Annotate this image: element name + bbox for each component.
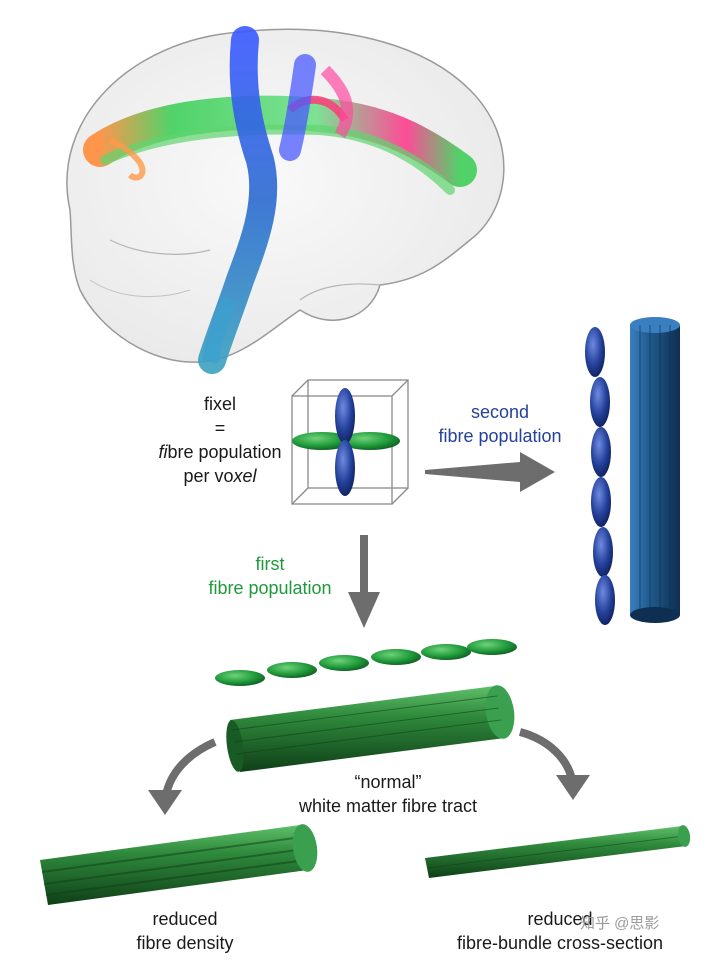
fixel-definition-label: fixel = fibre population per voxel xyxy=(150,392,290,488)
arrow-to-reduced-cross-section xyxy=(518,728,590,800)
fixel-term: fixel xyxy=(203,394,236,414)
reduced-density-line1: reduced xyxy=(152,909,218,929)
blue-fibre-bundle xyxy=(630,317,680,623)
first-line1: first xyxy=(255,554,285,574)
blue-ellipsoid-top xyxy=(335,388,355,444)
brain-outline xyxy=(66,28,505,363)
green-ellipsoid-left xyxy=(292,432,352,450)
fixel-definition-line2: per voxel xyxy=(150,464,290,488)
reduced-cross-line2: fibre-bundle cross-section xyxy=(456,933,664,953)
second-line2: fibre population xyxy=(438,426,562,446)
vertical-fibre-tract xyxy=(198,26,354,374)
reduced-density-label: reduced fibre density xyxy=(115,907,255,955)
first-population-label: first fibre population xyxy=(195,552,345,600)
xel-emphasis: xel xyxy=(233,466,257,486)
watermark: 知乎 @思影 xyxy=(580,915,660,932)
normal-green-tract xyxy=(226,685,515,772)
green-fixel-chain xyxy=(215,639,517,686)
fixel-line1-rest: bre population xyxy=(167,442,282,462)
first-line2: fibre population xyxy=(208,578,332,598)
fixel-line2-prefix: per vo xyxy=(183,466,234,486)
green-ellipsoid-right xyxy=(340,432,400,450)
second-line1: second xyxy=(470,402,530,422)
blue-fixel-chain xyxy=(585,327,615,625)
reduced-density-line2: fibre density xyxy=(136,933,234,953)
normal-line1: “normal” xyxy=(354,772,422,792)
blue-ellipsoid-bottom xyxy=(335,440,355,496)
reduced-cross-section-tract xyxy=(425,825,691,878)
fi-emphasis: fi xyxy=(158,442,168,462)
arrow-to-first-population xyxy=(348,535,380,628)
arrow-to-second-population xyxy=(425,452,555,492)
arrow-to-reduced-density xyxy=(148,738,217,815)
reduced-cross-section-label: reduced fibre-bundle cross-section xyxy=(440,907,680,955)
normal-line2: white matter fibre tract xyxy=(298,796,478,816)
brain-illustration xyxy=(66,26,505,374)
fixel-definition-line1: fibre population xyxy=(150,440,290,464)
reduced-cross-line1: reduced xyxy=(527,909,593,929)
reduced-density-tract xyxy=(40,824,318,905)
normal-tract-label: “normal” white matter fibre tract xyxy=(268,770,508,818)
second-population-label: second fibre population xyxy=(430,400,570,448)
fixel-ellipsoids xyxy=(292,388,400,496)
equals-sign: = xyxy=(214,418,226,438)
